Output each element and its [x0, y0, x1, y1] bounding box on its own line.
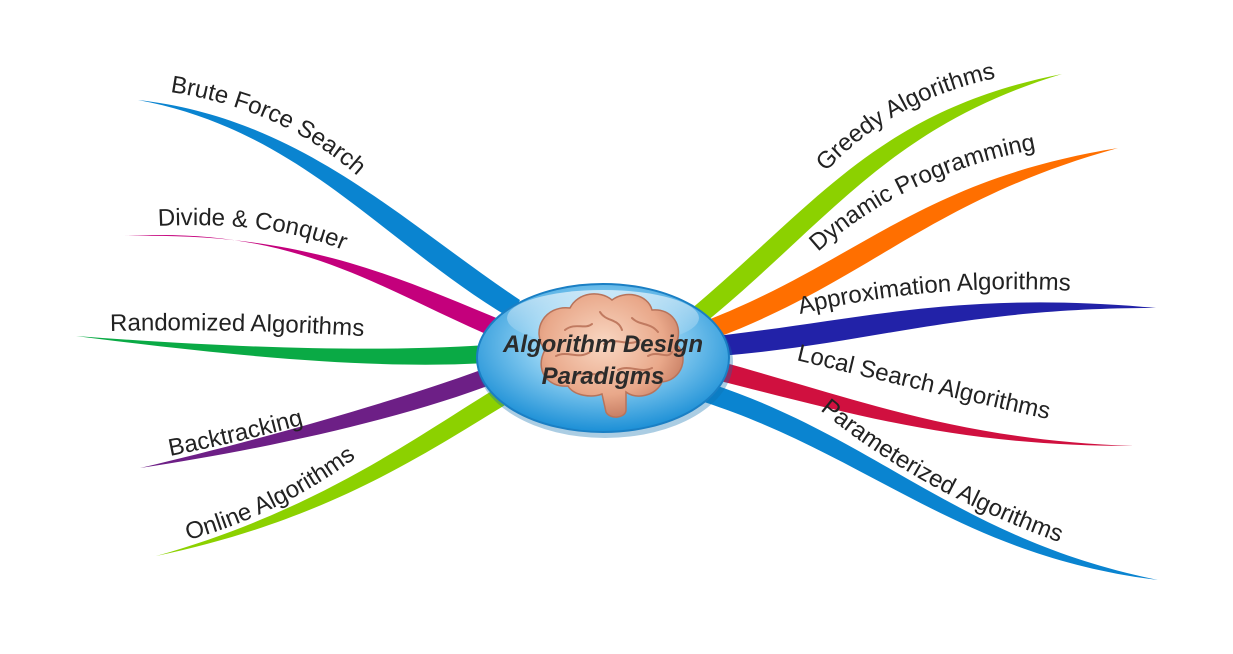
label-brute-force: Brute Force Search [169, 71, 371, 180]
label-divide-conquer-text: Divide & Conquer [157, 204, 351, 256]
label-randomized: Randomized Algorithms [110, 309, 365, 342]
label-backtracking: Backtracking [166, 404, 306, 462]
label-backtracking-text: Backtracking [166, 404, 306, 462]
central-node: Algorithm Design Paradigms [476, 283, 733, 438]
branch-approximation [716, 302, 1156, 356]
label-randomized-text: Randomized Algorithms [110, 309, 365, 342]
label-divide-conquer: Divide & Conquer [157, 204, 351, 256]
label-brute-force-text: Brute Force Search [169, 71, 371, 180]
central-title-line-1: Algorithm Design [502, 331, 703, 358]
brain-icon [538, 293, 684, 418]
branch-greedy [690, 74, 1062, 322]
branch-online [156, 386, 510, 556]
branch-randomized [76, 336, 500, 365]
central-title-line-2: Paradigms [542, 363, 665, 390]
branch-divide-conquer [124, 234, 506, 340]
branch-dynamic [708, 148, 1118, 338]
branch-brute-force [138, 100, 520, 318]
branch-parameterized [704, 384, 1158, 580]
